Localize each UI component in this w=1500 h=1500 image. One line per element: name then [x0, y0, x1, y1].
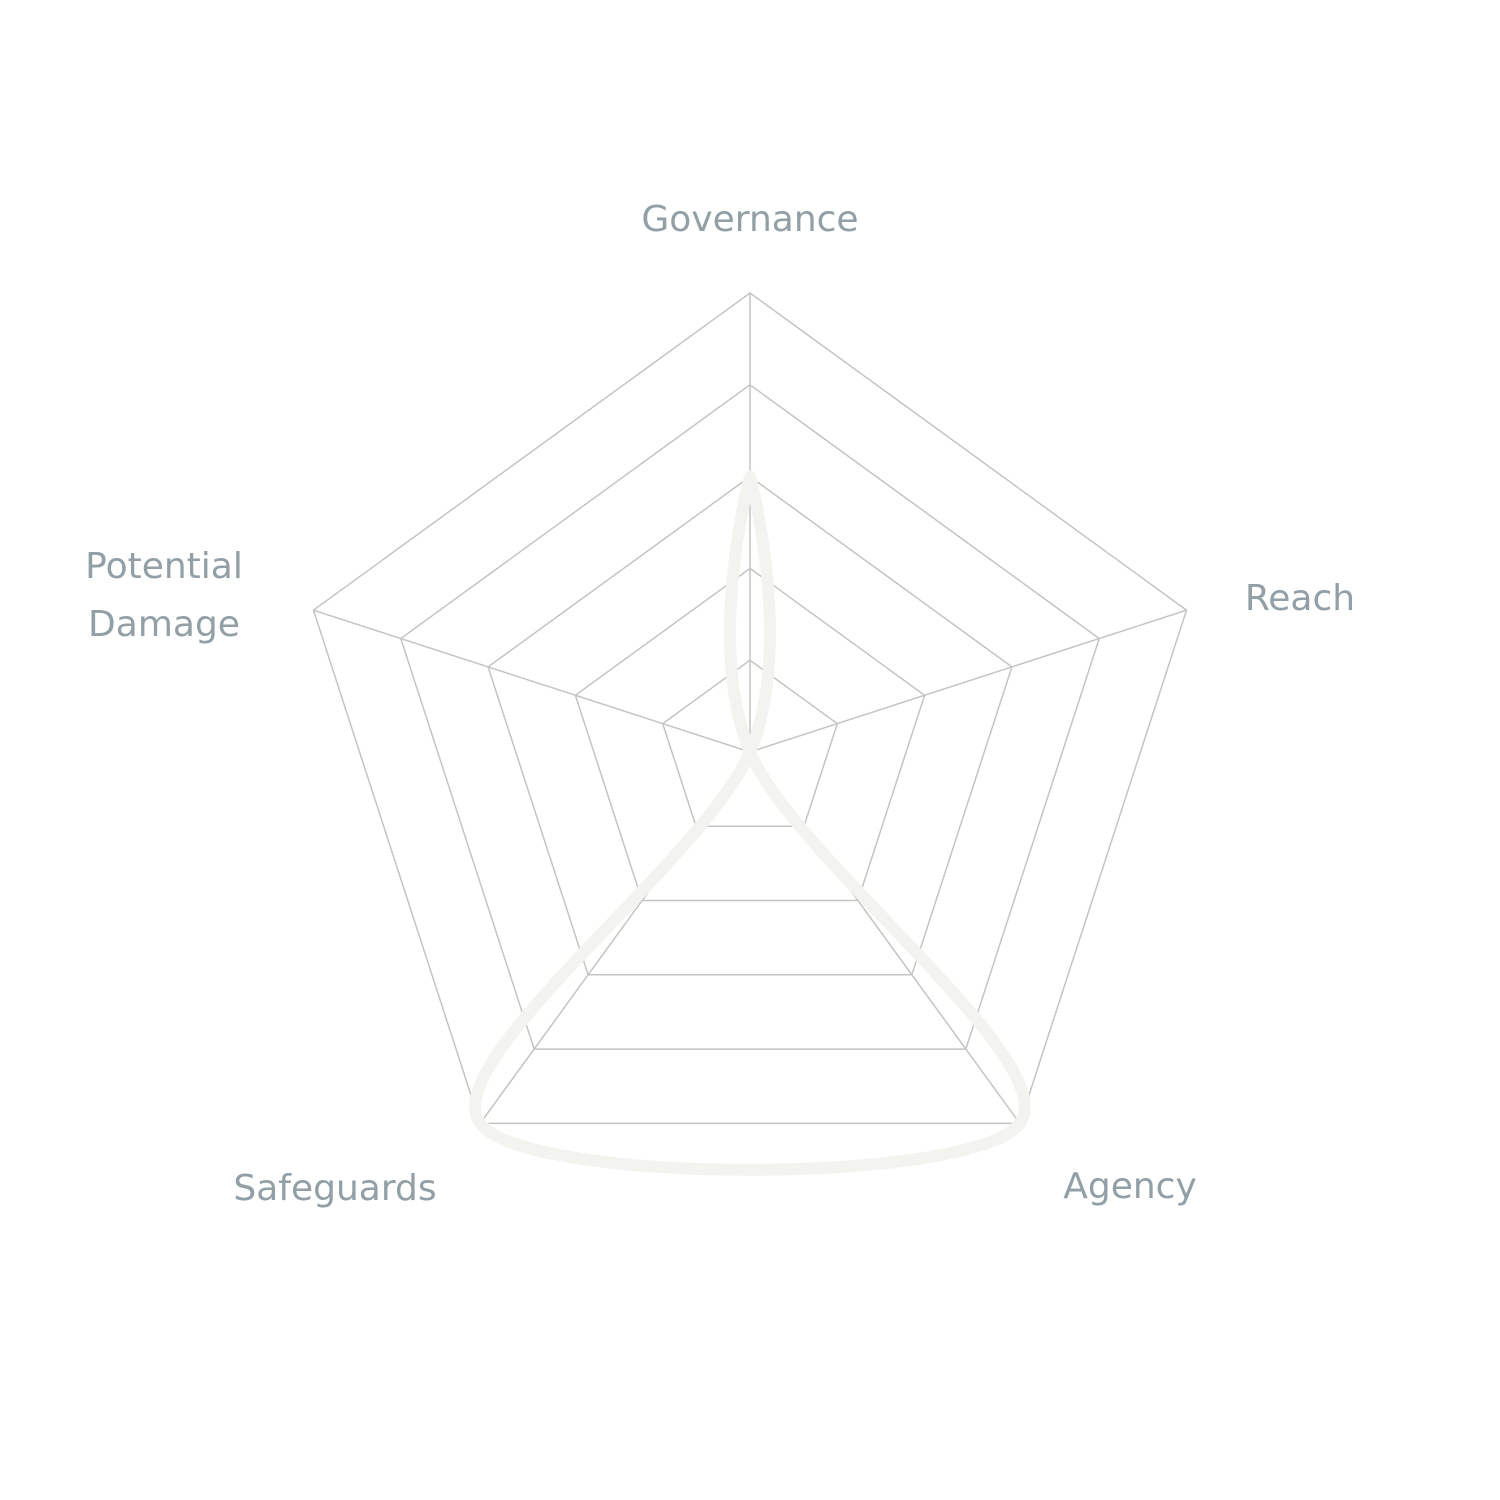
radar-spokes — [313, 293, 1187, 1124]
grid-ring — [661, 659, 839, 828]
grid-ring — [574, 567, 926, 902]
axis-label-safeguards: Safeguards — [233, 1168, 437, 1209]
grid-ring — [312, 292, 1188, 1125]
axis-spoke — [749, 609, 1187, 753]
axis-label-governance: Governance — [641, 199, 859, 240]
radar-grid — [312, 292, 1188, 1125]
axis-label-reach: Reach — [1244, 578, 1356, 619]
axis-label-potential-damage: Potential Damage — [85, 546, 243, 645]
grid-ring — [399, 383, 1101, 1050]
grid-ring — [487, 475, 1013, 976]
axis-spoke — [313, 609, 751, 753]
data-series-curve — [469, 470, 1031, 1176]
axis-label-agency: Agency — [1063, 1166, 1197, 1207]
